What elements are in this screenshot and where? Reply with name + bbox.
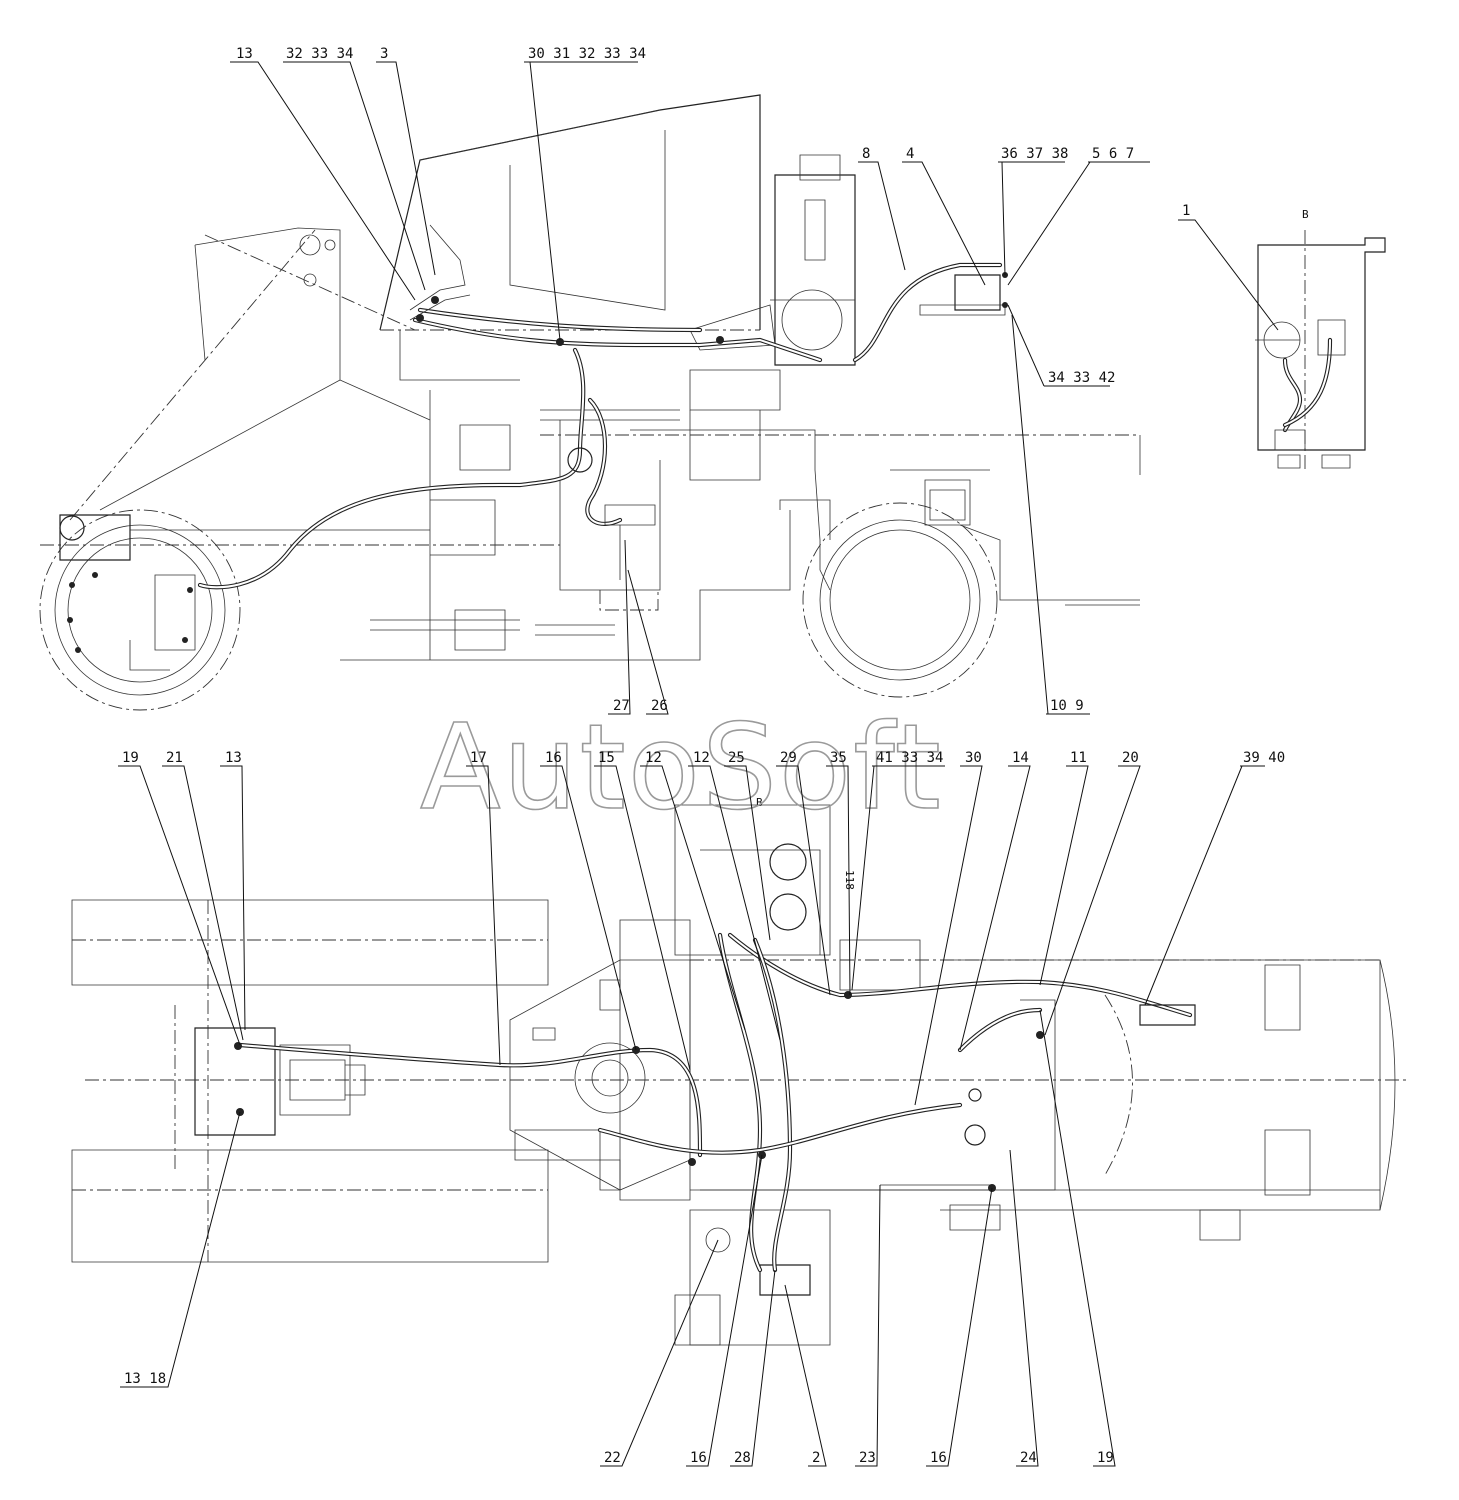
svg-text:19: 19: [1097, 1450, 1114, 1466]
svg-text:30 31 32 33 34: 30 31 32 33 34: [528, 46, 646, 62]
svg-text:11: 11: [1070, 750, 1087, 766]
svg-text:30: 30: [965, 750, 982, 766]
callout-8: 8: [858, 146, 906, 271]
detail-b-label: B: [1302, 208, 1309, 221]
callout-13-mid: 13: [220, 750, 246, 1031]
callout-34-33-42: 34 33 42: [1007, 304, 1115, 387]
callout-21: 21: [162, 750, 244, 1041]
callout-16-upper: 16: [540, 750, 637, 1051]
callout-29: 29: [776, 750, 831, 996]
svg-text:13: 13: [236, 46, 253, 62]
callout-11: 11: [1039, 750, 1089, 986]
side-view: [39, 94, 1141, 711]
callout-36-37-38: 36 37 38: [998, 146, 1068, 276]
svg-text:39 40: 39 40: [1243, 750, 1285, 766]
svg-text:4: 4: [906, 146, 914, 162]
svg-text:22: 22: [604, 1450, 621, 1466]
svg-text:3: 3: [380, 46, 388, 62]
svg-text:12: 12: [645, 750, 662, 766]
svg-text:29: 29: [780, 750, 797, 766]
svg-text:1: 1: [1182, 203, 1190, 219]
svg-text:20: 20: [1122, 750, 1139, 766]
svg-text:19: 19: [122, 750, 139, 766]
callout-16-lower-a: 16: [686, 1154, 763, 1467]
svg-text:35: 35: [830, 750, 847, 766]
callout-3: 3: [376, 46, 436, 276]
svg-text:17: 17: [470, 750, 487, 766]
svg-text:23: 23: [859, 1450, 876, 1466]
callout-13-18: 13 18: [120, 1111, 241, 1388]
svg-text:26: 26: [651, 698, 668, 714]
svg-text:16: 16: [930, 1450, 947, 1466]
callout-15: 15: [594, 750, 691, 1071]
svg-text:34 33 42: 34 33 42: [1048, 370, 1115, 386]
svg-text:25: 25: [728, 750, 745, 766]
callout-32-33-34: 32 33 34: [283, 46, 426, 291]
svg-text:16: 16: [545, 750, 562, 766]
callout-30-34: 30 31 32 33 34: [524, 46, 646, 341]
svg-text:15: 15: [598, 750, 615, 766]
svg-text:10 9: 10 9: [1050, 698, 1084, 714]
callout-labels: 13 32 33 34 3 30 31 32 33 34 8 4 36 37 3…: [118, 46, 1285, 1467]
callout-28: 28: [730, 1269, 776, 1467]
callout-27: 27: [608, 539, 631, 715]
callout-41-33-34: 41 33 34: [851, 750, 945, 991]
svg-text:27: 27: [613, 698, 630, 714]
callout-35: 35: [826, 750, 851, 996]
svg-text:13: 13: [225, 750, 242, 766]
callout-26: 26: [627, 569, 669, 715]
svg-text:32 33 34: 32 33 34: [286, 46, 353, 62]
svg-text:21: 21: [166, 750, 183, 766]
svg-text:13 18: 13 18: [124, 1371, 166, 1387]
callout-4: 4: [902, 146, 986, 286]
callout-23: 23: [855, 1184, 881, 1467]
svg-text:5 6 7: 5 6 7: [1092, 146, 1134, 162]
callout-20: 20: [1044, 750, 1141, 1036]
svg-text:12: 12: [693, 750, 710, 766]
plan-view: B 118: [71, 796, 1410, 1346]
callout-5-6-7: 5 6 7: [1007, 146, 1150, 286]
item-118-label: 118: [843, 870, 856, 890]
callout-13-top: 13: [230, 46, 416, 301]
callout-2: 2: [784, 1284, 827, 1467]
front-axle-bolts: [67, 572, 193, 653]
detail-b-marker: B: [756, 796, 763, 809]
svg-text:36 37 38: 36 37 38: [1001, 146, 1068, 162]
svg-text:24: 24: [1020, 1450, 1037, 1466]
callout-10-9: 10 9: [1011, 314, 1090, 715]
callout-12-b: 12: [688, 750, 781, 1041]
plan-view-fittings: [234, 991, 1044, 1192]
svg-text:28: 28: [734, 1450, 751, 1466]
callout-12-a: 12: [640, 750, 746, 1031]
callout-22: 22: [600, 1239, 719, 1467]
svg-text:8: 8: [862, 146, 870, 162]
callout-25: 25: [724, 750, 771, 941]
callout-24: 24: [1009, 1149, 1039, 1467]
svg-text:16: 16: [690, 1450, 707, 1466]
callout-16-lower-b: 16: [926, 1187, 993, 1467]
detail-b-view: B: [1255, 208, 1386, 470]
callout-19-right: 19: [1039, 1009, 1116, 1467]
svg-text:41 33 34: 41 33 34: [876, 750, 943, 766]
callout-17: 17: [466, 750, 501, 1066]
watermark: AutoSoft: [420, 698, 943, 836]
callout-30-bottom: 30: [914, 750, 983, 1106]
svg-text:14: 14: [1012, 750, 1029, 766]
callout-1: 1: [1178, 203, 1279, 331]
callout-39-40: 39 40: [1144, 750, 1285, 1006]
svg-text:2: 2: [812, 1450, 820, 1466]
callout-14: 14: [959, 750, 1031, 1051]
callout-19-left: 19: [118, 750, 241, 1046]
